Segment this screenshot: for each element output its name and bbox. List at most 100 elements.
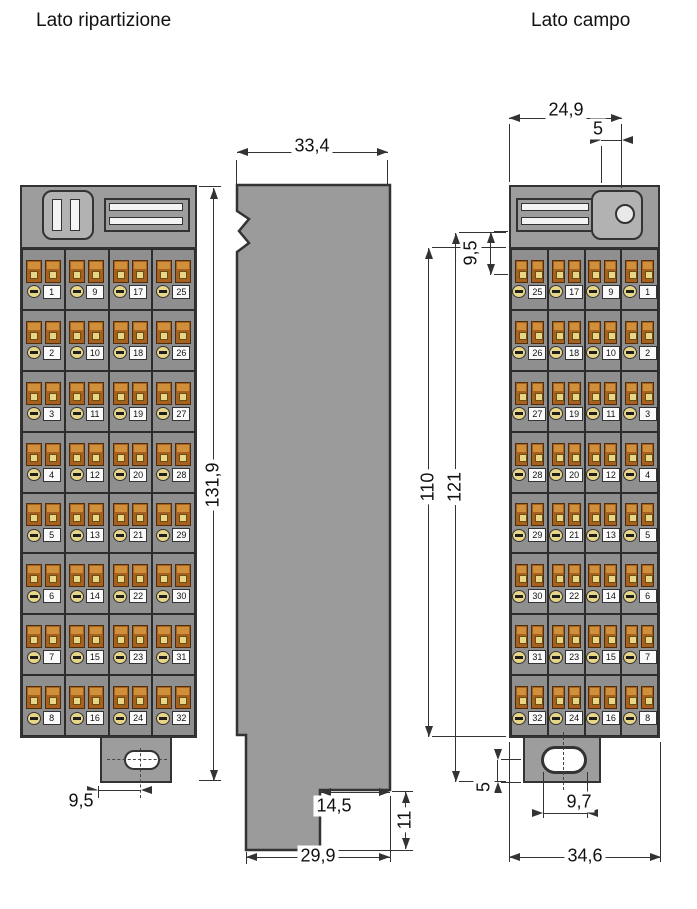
terminal-number: 32 [172, 711, 191, 726]
screwdriver-slot-icon [585, 528, 600, 542]
terminal-bottom-row: 10 [69, 345, 104, 360]
terminal-bottom-row: 29 [156, 528, 191, 543]
terminal-bottom-row: 18 [113, 345, 148, 360]
wire-clamp-icon [604, 442, 618, 466]
marking-bar [521, 203, 589, 211]
terminal-bottom-row: 17 [113, 284, 148, 299]
screwdriver-slot-icon [585, 650, 600, 664]
terminal-cell: 25 [151, 249, 195, 310]
wire-clamp-icon [174, 320, 191, 344]
terminal-number: 25 [172, 284, 191, 299]
clamp-pair [514, 564, 544, 588]
screwdriver-slot-icon [512, 285, 527, 299]
wire-clamp-icon [155, 686, 172, 710]
terminal-bottom-row: 26 [156, 345, 191, 360]
terminal-bottom-row: 4 [26, 467, 61, 482]
wire-clamp-icon [88, 320, 105, 344]
wire-clamp-icon [131, 686, 148, 710]
screwdriver-slot-icon [69, 589, 84, 603]
wire-clamp-icon [641, 381, 655, 405]
terminal-bottom-row: 28 [512, 467, 547, 482]
terminal-cell: 13 [584, 492, 622, 554]
terminal-bottom-row: 21 [113, 528, 148, 543]
clamp-pair [26, 381, 62, 405]
wire-clamp-icon [88, 259, 105, 283]
dim-label-profile-step-width: 14,5 [313, 795, 355, 817]
terminal-number: 21 [565, 528, 584, 543]
screwdriver-slot-icon [69, 528, 84, 542]
terminal-cell: 15 [65, 614, 109, 676]
wire-clamp-icon [45, 503, 62, 527]
terminal-number: 30 [528, 589, 547, 604]
terminal-cell: 28 [151, 431, 195, 493]
clamp-pair [588, 320, 618, 344]
wire-clamp-icon [604, 625, 618, 649]
latch [42, 190, 94, 240]
terminal-bottom-row: 31 [156, 650, 191, 665]
terminal-cell: 1 [621, 249, 658, 310]
terminal-bottom-row: 19 [113, 406, 148, 421]
foot-centerline [563, 732, 564, 790]
extension-line [509, 124, 510, 182]
terminal-number: 12 [85, 467, 104, 482]
terminal-bottom-row: 32 [156, 711, 191, 726]
wire-clamp-icon [26, 320, 43, 344]
terminal-number: 27 [172, 406, 191, 421]
dim-line-left-foot-slot-offset [87, 785, 152, 794]
clamp-pair [625, 686, 655, 710]
screwdriver-slot-icon [113, 468, 128, 482]
terminal-cell: 12 [584, 431, 622, 493]
terminal-number: 26 [528, 345, 547, 360]
dim-line-right-body-height [451, 233, 460, 782]
extension-line [501, 759, 521, 760]
latch-slot [52, 199, 62, 231]
clamp-pair [588, 625, 618, 649]
terminal-bottom-row: 28 [156, 467, 191, 482]
terminal-number: 32 [528, 711, 547, 726]
terminal-number: 6 [638, 589, 657, 604]
clamp-pair [26, 503, 62, 527]
screwdriver-slot-icon [113, 285, 128, 299]
clamp-pair [625, 381, 655, 405]
dim-label-right-top-hole-offset: 5 [589, 118, 607, 140]
terminal-cell: 26 [151, 309, 195, 371]
clamp-pair [625, 625, 655, 649]
terminal-number: 4 [638, 467, 657, 482]
terminal-number: 17 [565, 284, 584, 299]
clamp-pair [26, 686, 62, 710]
screwdriver-slot-icon [113, 650, 128, 664]
marking-bar [109, 203, 183, 211]
wire-clamp-icon [69, 442, 86, 466]
screwdriver-slot-icon [156, 468, 171, 482]
screwdriver-slot-icon [549, 285, 564, 299]
screwdriver-slot-icon [156, 285, 171, 299]
terminal-bottom-row: 2 [26, 345, 61, 360]
screwdriver-slot-icon [26, 589, 41, 603]
wire-clamp-icon [174, 564, 191, 588]
screwdriver-slot-icon [156, 346, 171, 360]
dim-label-profile-foot-height: 11 [394, 807, 416, 833]
dim-label-right-body-height: 121 [444, 468, 466, 506]
terminal-cell: 7 [621, 614, 658, 676]
wire-clamp-icon [112, 686, 129, 710]
terminal-bottom-row: 11 [69, 406, 104, 421]
terminal-number: 24 [129, 711, 148, 726]
wire-clamp-icon [174, 381, 191, 405]
terminal-number: 10 [85, 345, 104, 360]
wire-clamp-icon [131, 442, 148, 466]
terminal-bottom-row: 23 [113, 650, 148, 665]
clamp-pair [514, 503, 544, 527]
extension-line [459, 232, 506, 233]
wire-clamp-icon [514, 503, 528, 527]
clamp-pair [155, 259, 191, 283]
clamp-pair [155, 564, 191, 588]
wire-clamp-icon [625, 503, 639, 527]
wire-clamp-icon [530, 564, 544, 588]
terminal-number: 13 [85, 528, 104, 543]
terminal-bottom-row: 3 [622, 406, 657, 421]
latch [591, 190, 643, 240]
wire-clamp-icon [88, 503, 105, 527]
wire-clamp-icon [112, 259, 129, 283]
dim-line-profile-step-width [320, 787, 390, 796]
screwdriver-slot-icon [585, 589, 600, 603]
